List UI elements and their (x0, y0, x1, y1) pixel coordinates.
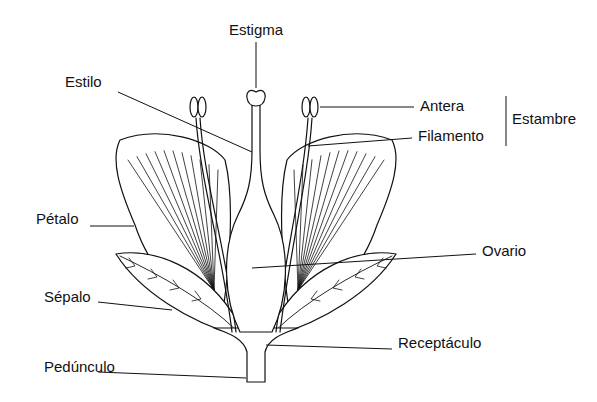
sepal-midrib (276, 256, 392, 330)
sepal-vein (333, 280, 342, 290)
leader-line (256, 42, 257, 88)
petal-vein (191, 156, 214, 290)
part-label: Pétalo (36, 210, 79, 228)
leader-line (266, 345, 392, 349)
sepal-midrib (120, 256, 236, 330)
part-label: Estilo (65, 73, 102, 91)
sepal-vein (148, 269, 157, 279)
anther (310, 97, 318, 117)
part-label: Filamento (418, 127, 484, 145)
leader-line (118, 92, 252, 152)
filament (280, 118, 312, 332)
part-label: Sépalo (44, 288, 91, 306)
anther (302, 97, 310, 117)
part-label: Estigma (229, 21, 283, 39)
stamen-bracket (506, 96, 507, 146)
leader-line (252, 254, 476, 268)
pistil (227, 104, 286, 332)
leader-line (98, 302, 172, 310)
part-label: Pedúnculo (44, 358, 115, 376)
left-sepal (116, 253, 238, 336)
receptacle (214, 328, 298, 382)
stigma (247, 90, 265, 106)
leader-line (98, 372, 246, 378)
sepal-vein (192, 291, 201, 301)
part-label: Ovario (482, 242, 526, 260)
anther (190, 97, 198, 117)
leader-line (320, 107, 414, 108)
anther (198, 97, 206, 117)
leader-line (308, 138, 412, 146)
filament (196, 118, 232, 332)
sepal-vein (126, 258, 135, 268)
sepal-vein (311, 291, 320, 301)
sepal-vein (355, 269, 364, 279)
part-label: Antera (420, 97, 464, 115)
petal-vein (200, 160, 214, 290)
part-label: Receptáculo (398, 334, 481, 352)
leader-line (90, 226, 134, 227)
sepal-vein (170, 280, 179, 290)
part-label: Estambre (512, 110, 576, 128)
